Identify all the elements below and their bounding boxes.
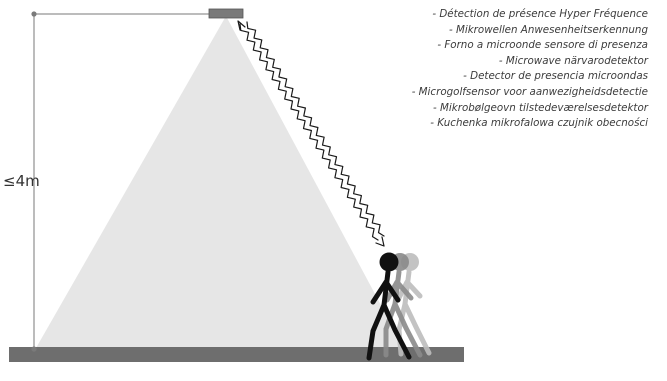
person-arms	[370, 279, 401, 305]
height-label: ≤4m	[3, 172, 40, 190]
wave-arrowhead-bottom	[375, 236, 385, 247]
person-torso	[381, 269, 391, 308]
microwave-wave-arrow-icon	[237, 20, 385, 247]
ceiling-sensor-icon	[208, 8, 244, 19]
walking-person-icon	[366, 252, 412, 361]
description-list: - Détection de présence Hyper Fréquence …	[412, 7, 648, 132]
description-it: - Forno a microonde sensore di presenza	[437, 39, 648, 52]
floor	[9, 347, 464, 362]
description-es: - Detector de presencia microondas	[463, 70, 648, 83]
detection-cone	[36, 16, 404, 348]
description-no: - Mikrobølgeovn tilstedeværelsesdetektor	[433, 101, 648, 114]
wave-arrowhead-top	[237, 20, 246, 31]
person-legs	[366, 302, 412, 361]
dimension-endpoint-top	[31, 11, 37, 17]
description-pl: - Kuchenka mikrofalowa czujnik obecności	[430, 117, 648, 130]
description-nl: - Microgolfsensor voor aanwezigheidsdete…	[411, 85, 648, 98]
dimension-endpoint-bottom	[31, 346, 37, 352]
description-de: - Mikrowellen Anwesenheitserkennung	[448, 23, 648, 36]
description-sv: - Microwave närvarodetektor	[498, 54, 648, 67]
person-head	[379, 252, 399, 272]
description-fr: - Détection de présence Hyper Fréquence	[432, 8, 648, 20]
wave-path-left	[239, 23, 379, 241]
height-dimension-line	[31, 11, 210, 352]
wave-path-right	[246, 21, 385, 237]
